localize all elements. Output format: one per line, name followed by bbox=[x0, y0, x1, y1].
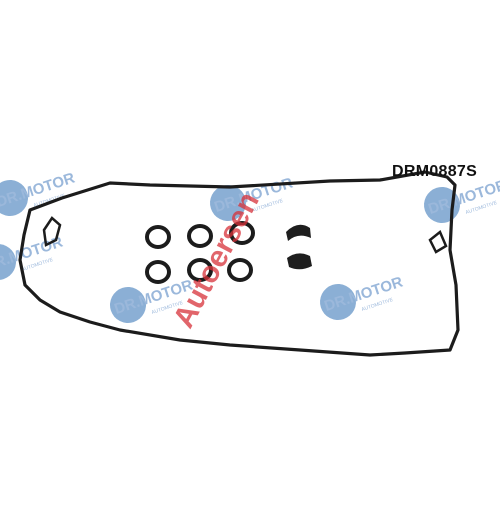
o-ring bbox=[145, 225, 171, 249]
brand-watermark-circle bbox=[0, 244, 16, 280]
valve-cover-gasket bbox=[18, 170, 460, 357]
part-code-label: DRM0887S bbox=[392, 163, 478, 180]
o-ring bbox=[187, 258, 213, 282]
brand-watermark-circle bbox=[110, 287, 146, 323]
o-ring bbox=[145, 260, 171, 284]
o-ring-set bbox=[145, 221, 255, 284]
o-ring bbox=[227, 258, 253, 282]
half-moon-seals bbox=[286, 224, 312, 270]
o-ring bbox=[229, 221, 255, 245]
brand-watermark-circle bbox=[0, 180, 28, 216]
brand-watermark-circle bbox=[320, 284, 356, 320]
o-ring bbox=[187, 224, 213, 248]
half-moon-seal bbox=[286, 224, 311, 241]
brand-watermark-circle bbox=[210, 185, 246, 221]
half-moon-seal bbox=[287, 253, 312, 270]
brand-watermark-text: DR.MOTOR bbox=[426, 177, 500, 218]
